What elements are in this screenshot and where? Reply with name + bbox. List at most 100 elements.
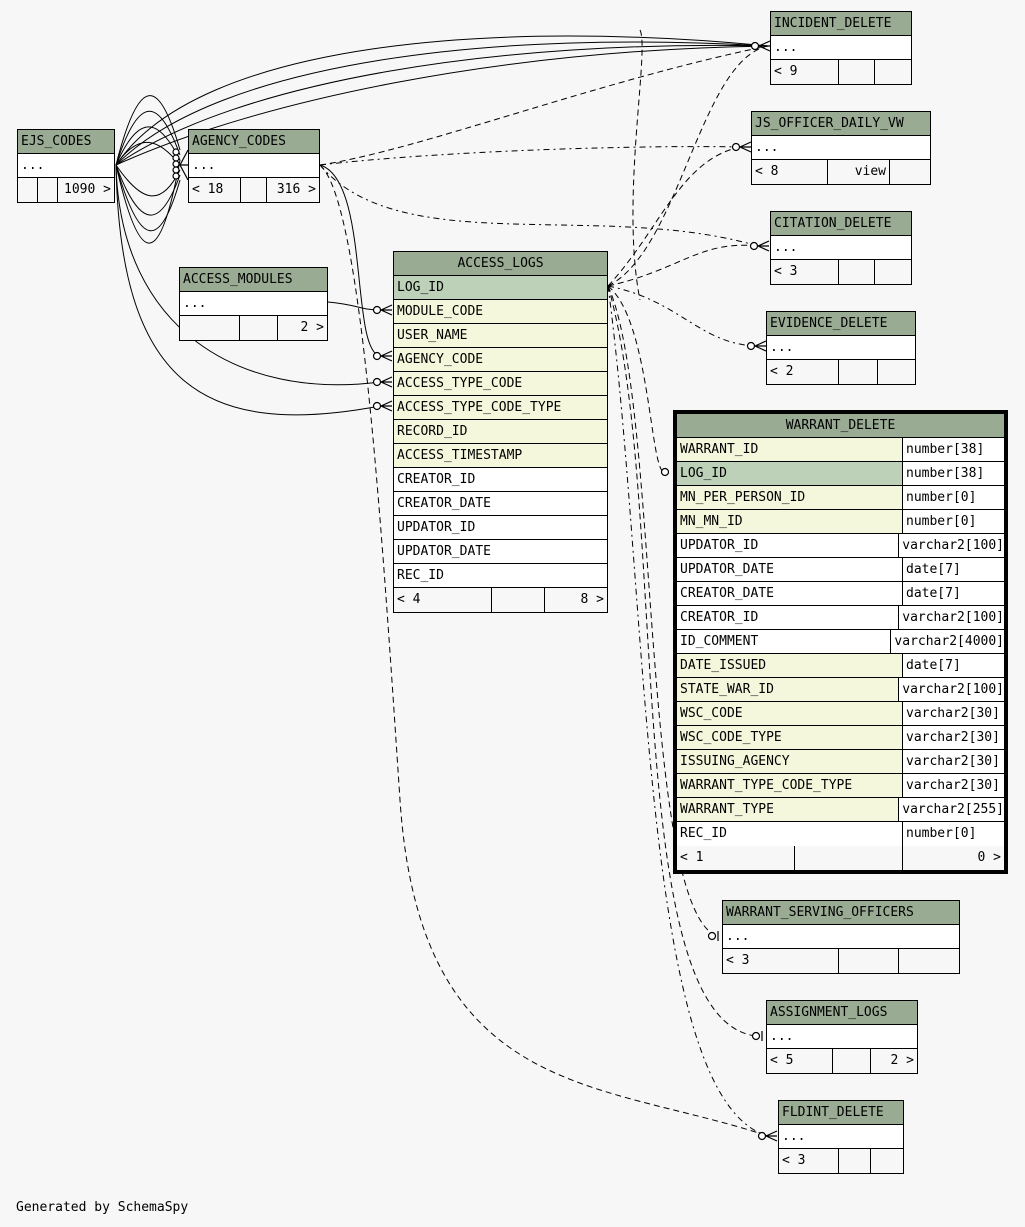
table-title[interactable]: JS_OFFICER_DAILY_VW bbox=[752, 112, 930, 136]
children-count[interactable]: 0 > bbox=[977, 850, 1001, 865]
column-row[interactable]: RECORD_ID bbox=[394, 420, 607, 444]
column-row[interactable]: CREATOR_ID bbox=[394, 468, 607, 492]
table-title[interactable]: ACCESS_LOGS bbox=[394, 252, 607, 276]
view-label: view bbox=[828, 160, 890, 184]
children-count[interactable] bbox=[890, 160, 930, 184]
children-count[interactable]: 1090 > bbox=[64, 182, 111, 197]
parents-count[interactable]: < 18 bbox=[189, 178, 241, 202]
table-ejs-codes[interactable]: EJS_CODES ... 1090 > bbox=[17, 129, 115, 203]
table-assignment-logs[interactable]: ASSIGNMENT_LOGS ... < 5 2 > bbox=[766, 1000, 918, 1074]
table-title[interactable]: WARRANT_SERVING_OFFICERS bbox=[723, 901, 959, 925]
column-row[interactable]: ACCESS_TIMESTAMP bbox=[394, 444, 607, 468]
table-title[interactable]: EVIDENCE_DELETE bbox=[767, 312, 915, 336]
column-count bbox=[839, 1149, 871, 1173]
parents-count[interactable] bbox=[18, 178, 38, 202]
parents-count[interactable]: < 9 bbox=[771, 60, 839, 84]
column-count bbox=[839, 360, 878, 384]
column-name: WARRANT_TYPE bbox=[677, 798, 900, 821]
table-columns-placeholder: ... bbox=[767, 336, 915, 360]
table-citation-delete[interactable]: CITATION_DELETE ... < 3 bbox=[770, 211, 912, 285]
column-count bbox=[240, 316, 278, 340]
parents-count[interactable]: < 8 bbox=[752, 160, 828, 184]
column-row[interactable]: USER_NAME bbox=[394, 324, 607, 348]
column-row[interactable]: UPDATOR_ID bbox=[394, 516, 607, 540]
parents-count[interactable]: < 4 bbox=[394, 588, 492, 612]
parents-count[interactable]: < 3 bbox=[779, 1149, 839, 1173]
table-columns-placeholder: ... bbox=[189, 154, 319, 178]
column-row[interactable]: MODULE_CODE bbox=[394, 300, 607, 324]
column-count bbox=[839, 949, 899, 973]
table-incident-delete[interactable]: INCIDENT_DELETE ... < 9 bbox=[770, 11, 912, 85]
table-fldint-delete[interactable]: FLDINT_DELETE ... < 3 bbox=[778, 1100, 904, 1174]
table-title[interactable]: WARRANT_DELETE bbox=[677, 414, 1004, 438]
table-warrant-serving-officers[interactable]: WARRANT_SERVING_OFFICERS ... < 3 bbox=[722, 900, 960, 974]
column-count bbox=[839, 60, 875, 84]
table-js-officer-daily-vw[interactable]: JS_OFFICER_DAILY_VW ... < 8 view bbox=[751, 111, 931, 185]
table-evidence-delete[interactable]: EVIDENCE_DELETE ... < 2 bbox=[766, 311, 916, 385]
column-row[interactable]: CREATOR_DATE bbox=[394, 492, 607, 516]
column-type: varchar2[30] bbox=[903, 702, 1004, 725]
table-title[interactable]: CITATION_DELETE bbox=[771, 212, 911, 236]
column-name: WARRANT_TYPE_CODE_TYPE bbox=[677, 774, 903, 797]
parents-count[interactable]: < 5 bbox=[767, 1049, 833, 1073]
table-title[interactable]: AGENCY_CODES bbox=[189, 130, 319, 154]
table-columns-placeholder: ... bbox=[723, 925, 959, 949]
column-type: varchar2[100] bbox=[899, 678, 1004, 701]
table-title[interactable]: EJS_CODES bbox=[18, 130, 114, 154]
table-columns-placeholder: ... bbox=[771, 36, 911, 60]
column-type: varchar2[30] bbox=[903, 750, 1004, 773]
column-type: date[7] bbox=[903, 558, 1004, 581]
children-count[interactable]: 316 > bbox=[276, 182, 316, 197]
children-count[interactable] bbox=[875, 260, 911, 284]
children-count[interactable] bbox=[899, 949, 959, 973]
table-access-modules[interactable]: ACCESS_MODULES ... 2 > bbox=[179, 267, 328, 341]
column-row[interactable]: LOG_ID bbox=[394, 276, 607, 300]
column-name: MN_PER_PERSON_ID bbox=[677, 486, 903, 509]
table-title[interactable]: ASSIGNMENT_LOGS bbox=[767, 1001, 917, 1025]
column-type: varchar2[30] bbox=[903, 726, 1004, 749]
column-row[interactable]: ACCESS_TYPE_CODE_TYPE bbox=[394, 396, 607, 420]
parents-count[interactable]: < 3 bbox=[771, 260, 839, 284]
column-row[interactable]: UPDATOR_DATE bbox=[394, 540, 607, 564]
table-title[interactable]: FLDINT_DELETE bbox=[779, 1101, 903, 1125]
children-count[interactable] bbox=[871, 1149, 903, 1173]
parents-count[interactable]: < 2 bbox=[767, 360, 839, 384]
parents-count[interactable]: < 1 bbox=[677, 846, 795, 870]
table-agency-codes[interactable]: AGENCY_CODES ... < 18 316 > bbox=[188, 129, 320, 203]
table-title[interactable]: INCIDENT_DELETE bbox=[771, 12, 911, 36]
column-row[interactable]: AGENCY_CODE bbox=[394, 348, 607, 372]
column-count bbox=[795, 846, 903, 870]
children-count[interactable] bbox=[875, 60, 911, 84]
parents-count[interactable]: < 3 bbox=[723, 949, 839, 973]
children-count[interactable]: 2 > bbox=[890, 1053, 914, 1068]
children-count[interactable]: 2 > bbox=[300, 320, 324, 335]
column-row[interactable]: ACCESS_TYPE_CODE bbox=[394, 372, 607, 396]
children-count[interactable] bbox=[878, 360, 915, 384]
column-count bbox=[38, 178, 58, 202]
parents-count[interactable] bbox=[180, 316, 240, 340]
table-access-logs[interactable]: ACCESS_LOGS LOG_ID MODULE_CODE USER_NAME… bbox=[393, 251, 608, 613]
table-title[interactable]: ACCESS_MODULES bbox=[180, 268, 327, 292]
children-count[interactable]: 8 > bbox=[580, 592, 604, 607]
column-row[interactable]: REC_ID bbox=[394, 564, 607, 588]
column-type: number[0] bbox=[903, 486, 1004, 509]
column-type: date[7] bbox=[903, 654, 1004, 677]
